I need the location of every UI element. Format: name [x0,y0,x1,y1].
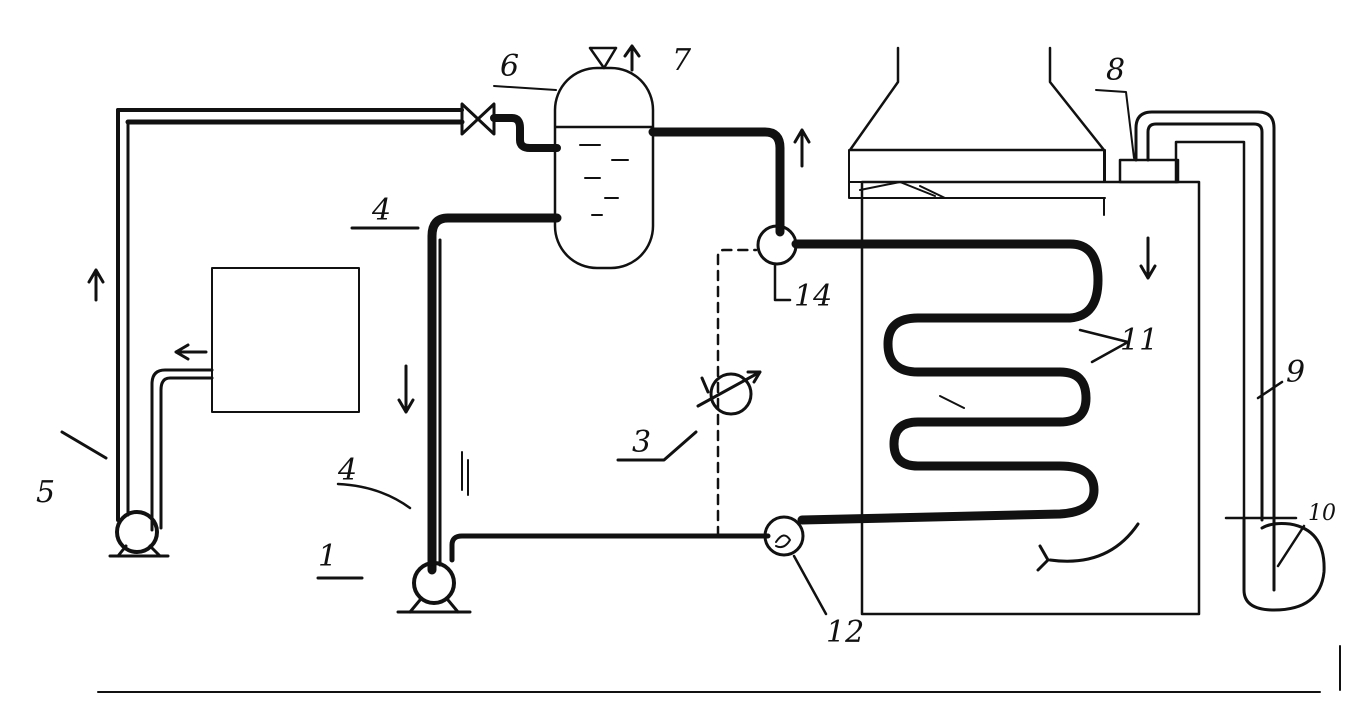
tank-6 [553,66,655,270]
arrow-up-right [793,128,811,168]
fitting-12 [763,515,805,557]
arrow-down-left [397,364,415,414]
label-5: 5 [36,475,55,510]
label-1: 1 [318,539,337,574]
leader-12 [792,554,828,616]
valve [460,102,496,136]
label-8: 8 [1106,53,1125,88]
leader-5 [60,430,108,460]
arrow-up-left [87,268,105,302]
coil-11 [791,239,1103,525]
leader-8 [1095,89,1135,159]
leader-4-bottom [336,482,412,510]
arrow-left-box [174,343,208,361]
nozzle-8 [1118,158,1180,184]
arrow-vent-7 [623,44,641,72]
tank-liquid-marks [579,144,629,216]
pipe-tank-to-pump1 [427,213,562,575]
pump-1 [412,561,456,605]
exchanger-vessel [860,180,1201,616]
label-4-top: 4 [371,193,391,228]
label-4-bottom: 4 [337,453,357,488]
arrow-curved-vessel [1036,522,1140,572]
pipe-9-inner [1146,122,1264,522]
pump-5-base [108,544,170,558]
instrument-3 [709,372,753,416]
exchanger-hatch [859,181,946,199]
pump-1-base [396,598,472,614]
fan-10 [1242,516,1326,612]
exchanger-hood [848,46,1106,152]
leader-3 [616,430,698,462]
tank-vent [588,46,618,70]
arrow-down-vessel [1139,236,1157,280]
pipe-valve-to-tank [490,114,561,152]
label-6: 6 [500,49,519,84]
pipe-9-return [1174,140,1246,520]
pipe-9-outer [1134,110,1276,592]
exchanger-lip [848,181,1106,199]
label-11: 11 [1120,323,1158,358]
coil-mark [939,395,965,409]
instrument-3-arrow [696,370,762,408]
label-3: 3 [632,425,651,460]
label-10: 10 [1308,501,1336,526]
label-9: 9 [1286,355,1305,390]
fitting-14-drain [773,262,792,302]
box-unit-4 [211,267,360,413]
exchanger-top-band [848,149,1106,183]
leader-11 [1078,328,1130,364]
label-12: 12 [826,615,864,650]
dashed-control-line [716,248,758,538]
label-14: 14 [794,279,832,314]
label-7: 7 [672,43,692,78]
pipe-pump1-to-12 [449,533,771,563]
fan-10-leader [1276,524,1306,568]
fitting-12-mark [775,534,791,549]
pipe-box-to-pump5-inner [159,376,214,530]
leader-6 [493,85,557,91]
pump-5 [115,510,159,554]
pipe-tank-to-exchanger [648,127,785,237]
tick-marks-1 [461,451,469,496]
pipe-box-to-pump5-outer [150,368,214,532]
leader-9 [1256,380,1284,400]
